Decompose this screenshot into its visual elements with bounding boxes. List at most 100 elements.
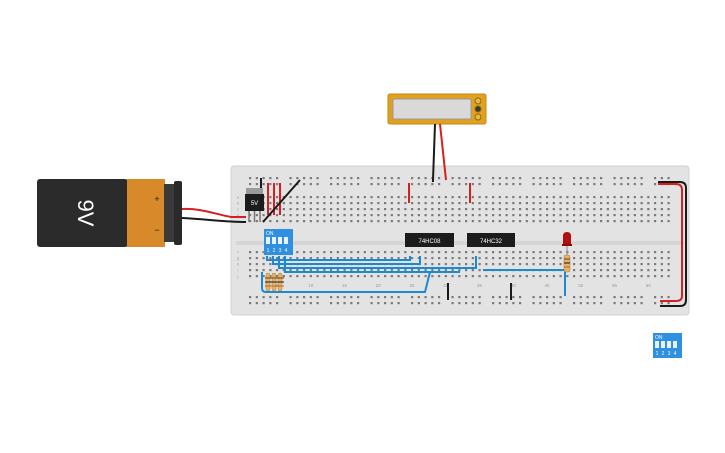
breadboard-hole[interactable] bbox=[627, 263, 630, 266]
breadboard-hole[interactable] bbox=[451, 263, 454, 266]
breadboard-hole[interactable] bbox=[606, 269, 609, 272]
breadboard-hole[interactable] bbox=[323, 220, 326, 223]
breadboard-hole[interactable] bbox=[262, 269, 265, 272]
breadboard-hole[interactable] bbox=[316, 269, 319, 272]
breadboard-hole[interactable] bbox=[586, 208, 589, 211]
breadboard-hole[interactable] bbox=[296, 220, 299, 223]
breadboard-hole[interactable] bbox=[485, 214, 488, 217]
breadboard-hole[interactable] bbox=[424, 251, 427, 254]
breadboard-hole[interactable] bbox=[546, 208, 549, 211]
breadboard-hole[interactable] bbox=[600, 263, 603, 266]
breadboard-hole[interactable] bbox=[451, 257, 454, 260]
breadboard-hole[interactable] bbox=[586, 183, 589, 186]
breadboard-hole[interactable] bbox=[357, 302, 360, 305]
breadboard-hole[interactable] bbox=[485, 220, 488, 223]
breadboard-hole[interactable] bbox=[316, 257, 319, 260]
breadboard-hole[interactable] bbox=[654, 220, 657, 223]
breadboard-hole[interactable] bbox=[471, 220, 474, 223]
breadboard-hole[interactable] bbox=[316, 296, 319, 299]
breadboard-hole[interactable] bbox=[660, 296, 663, 299]
breadboard-hole[interactable] bbox=[438, 220, 441, 223]
breadboard-hole[interactable] bbox=[600, 296, 603, 299]
breadboard-hole[interactable] bbox=[411, 177, 414, 180]
breadboard-hole[interactable] bbox=[606, 202, 609, 205]
breadboard-hole[interactable] bbox=[478, 275, 481, 278]
breadboard-hole[interactable] bbox=[532, 208, 535, 211]
breadboard-hole[interactable] bbox=[492, 202, 495, 205]
breadboard-hole[interactable] bbox=[613, 208, 616, 211]
breadboard-hole[interactable] bbox=[654, 251, 657, 254]
breadboard-hole[interactable] bbox=[309, 275, 312, 278]
breadboard-hole[interactable] bbox=[492, 275, 495, 278]
breadboard-hole[interactable] bbox=[600, 183, 603, 186]
dip-switch-main-toggle-2[interactable] bbox=[272, 237, 276, 244]
breadboard-hole[interactable] bbox=[363, 208, 366, 211]
breadboard-hole[interactable] bbox=[384, 183, 387, 186]
breadboard-hole[interactable] bbox=[660, 177, 663, 180]
breadboard-hole[interactable] bbox=[532, 177, 535, 180]
wire-blue-3[interactable] bbox=[278, 256, 477, 269]
breadboard-hole[interactable] bbox=[586, 177, 589, 180]
breadboard-hole[interactable] bbox=[539, 263, 542, 266]
breadboard-hole[interactable] bbox=[377, 196, 380, 199]
breadboard-hole[interactable] bbox=[289, 296, 292, 299]
breadboard-hole[interactable] bbox=[390, 302, 393, 305]
breadboard-hole[interactable] bbox=[249, 302, 252, 305]
breadboard-hole[interactable] bbox=[485, 208, 488, 211]
breadboard-hole[interactable] bbox=[316, 251, 319, 254]
breadboard-hole[interactable] bbox=[276, 214, 279, 217]
breadboard-hole[interactable] bbox=[444, 251, 447, 254]
breadboard-hole[interactable] bbox=[417, 257, 420, 260]
breadboard-hole[interactable] bbox=[343, 251, 346, 254]
breadboard-hole[interactable] bbox=[539, 302, 542, 305]
breadboard-hole[interactable] bbox=[667, 220, 670, 223]
breadboard-hole[interactable] bbox=[343, 177, 346, 180]
breadboard-hole[interactable] bbox=[654, 275, 657, 278]
breadboard-hole[interactable] bbox=[384, 202, 387, 205]
breadboard-hole[interactable] bbox=[357, 177, 360, 180]
breadboard-hole[interactable] bbox=[654, 257, 657, 260]
dip-switch-spare-toggle-4[interactable] bbox=[673, 341, 677, 348]
breadboard-hole[interactable] bbox=[377, 269, 380, 272]
breadboard-hole[interactable] bbox=[316, 196, 319, 199]
breadboard-hole[interactable] bbox=[498, 275, 501, 278]
breadboard-hole[interactable] bbox=[303, 257, 306, 260]
breadboard-hole[interactable] bbox=[505, 257, 508, 260]
breadboard-hole[interactable] bbox=[573, 302, 576, 305]
breadboard-hole[interactable] bbox=[411, 196, 414, 199]
breadboard-hole[interactable] bbox=[404, 214, 407, 217]
breadboard-hole[interactable] bbox=[600, 220, 603, 223]
breadboard-hole[interactable] bbox=[309, 196, 312, 199]
breadboard-hole[interactable] bbox=[282, 257, 285, 260]
breadboard-hole[interactable] bbox=[552, 214, 555, 217]
breadboard-hole[interactable] bbox=[613, 296, 616, 299]
breadboard-hole[interactable] bbox=[255, 220, 258, 223]
breadboard-hole[interactable] bbox=[640, 177, 643, 180]
breadboard-hole[interactable] bbox=[593, 183, 596, 186]
breadboard-hole[interactable] bbox=[336, 183, 339, 186]
breadboard-hole[interactable] bbox=[546, 202, 549, 205]
breadboard-hole[interactable] bbox=[620, 214, 623, 217]
breadboard-hole[interactable] bbox=[640, 275, 643, 278]
breadboard-hole[interactable] bbox=[512, 220, 515, 223]
breadboard-hole[interactable] bbox=[282, 214, 285, 217]
breadboard-hole[interactable] bbox=[546, 220, 549, 223]
breadboard-hole[interactable] bbox=[532, 263, 535, 266]
breadboard-hole[interactable] bbox=[397, 214, 400, 217]
breadboard-hole[interactable] bbox=[390, 269, 393, 272]
breadboard-hole[interactable] bbox=[512, 251, 515, 254]
breadboard-hole[interactable] bbox=[397, 183, 400, 186]
breadboard-hole[interactable] bbox=[276, 177, 279, 180]
battery-wire-black[interactable] bbox=[181, 217, 247, 223]
breadboard-hole[interactable] bbox=[519, 263, 522, 266]
breadboard-hole[interactable] bbox=[411, 296, 414, 299]
breadboard-hole[interactable] bbox=[424, 177, 427, 180]
breadboard-hole[interactable] bbox=[417, 275, 420, 278]
breadboard-hole[interactable] bbox=[303, 269, 306, 272]
breadboard-hole[interactable] bbox=[593, 302, 596, 305]
breadboard-hole[interactable] bbox=[424, 257, 427, 260]
breadboard-hole[interactable] bbox=[431, 183, 434, 186]
breadboard-hole[interactable] bbox=[505, 263, 508, 266]
breadboard-hole[interactable] bbox=[330, 257, 333, 260]
breadboard-hole[interactable] bbox=[593, 220, 596, 223]
